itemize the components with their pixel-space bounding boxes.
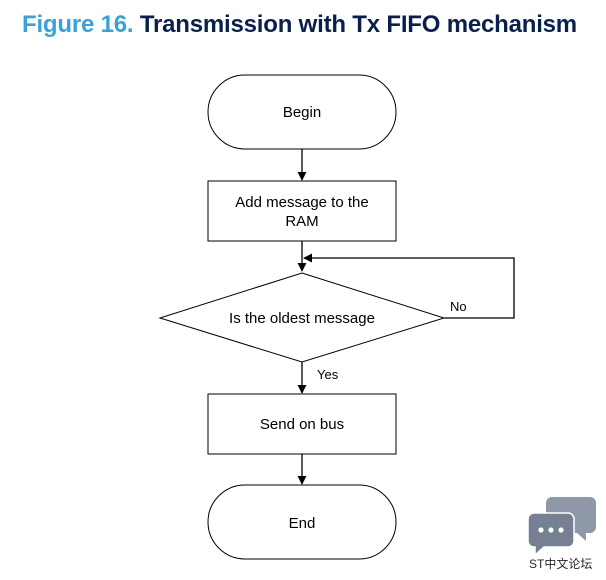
yes-label: Yes — [317, 367, 339, 382]
decision-node: Is the oldest message — [158, 272, 446, 363]
add-message-node: Add message to the RAM — [207, 180, 397, 242]
no-label: No — [450, 299, 467, 314]
send-label: Send on bus — [260, 416, 344, 433]
watermark-text: ST中文论坛 — [529, 556, 592, 571]
add-message-label-line2: RAM — [285, 213, 318, 230]
figure-caption: Transmission with Tx FIFO mechanism — [139, 11, 577, 38]
end-label: End — [289, 515, 316, 532]
figure-number: Figure 16. — [22, 11, 134, 38]
send-node: Send on bus — [207, 393, 397, 455]
decision-label: Is the oldest message — [229, 310, 375, 327]
end-node: End — [207, 484, 397, 560]
begin-label: Begin — [283, 104, 321, 121]
figure-title: Figure 16. Transmission with Tx FIFO mec… — [22, 11, 577, 39]
arrow-no-loop — [303, 253, 515, 319]
add-message-label-line1: Add message to the — [235, 194, 368, 211]
chat-bubbles-icon — [527, 497, 596, 557]
watermark: ST中文论坛 — [527, 497, 596, 571]
begin-node: Begin — [207, 74, 397, 150]
